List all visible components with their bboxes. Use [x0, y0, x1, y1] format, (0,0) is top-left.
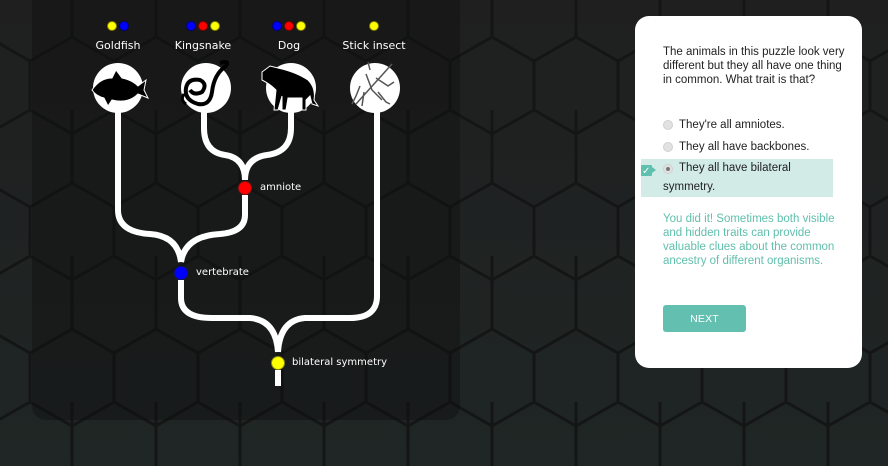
trait-dot-red — [198, 21, 208, 31]
option-label: They all have bilateral symmetry. — [663, 162, 791, 193]
dog-icon — [261, 63, 320, 113]
branch-amniote — [178, 195, 248, 263]
goldfish-icon — [91, 63, 150, 113]
node-vertebrate — [174, 266, 188, 280]
branch-dog — [242, 100, 294, 181]
node-label-amniote: amniote — [260, 182, 302, 193]
next-button[interactable]: NEXT — [663, 305, 746, 332]
species-label-goldfish: Goldfish — [95, 39, 141, 52]
node-amniote — [238, 181, 252, 195]
trait-dot-yellow — [369, 21, 379, 31]
option-label: They all have backbones. — [679, 141, 810, 153]
node-label-vertebrate: vertebrate — [196, 267, 249, 278]
option-amniotes[interactable]: They're all amniotes. — [641, 115, 833, 135]
stick-insect-icon — [350, 61, 400, 113]
kingsnake-icon — [180, 60, 231, 113]
trait-dot-blue — [119, 21, 129, 31]
trait-dot-blue — [186, 21, 196, 31]
branch-stick-insect — [275, 100, 380, 353]
trait-dot-blue — [272, 21, 282, 31]
question-card: The animals in this puzzle look very dif… — [635, 16, 862, 368]
trait-dot-yellow — [107, 21, 117, 31]
node-bilateral-symmetry — [271, 356, 285, 370]
trait-dot-red — [284, 21, 294, 31]
branch-goldfish — [115, 100, 184, 263]
dog-trait-dots — [272, 21, 306, 31]
trait-dot-yellow — [210, 21, 220, 31]
feedback-text: You did it! Sometimes both visible and h… — [663, 213, 835, 267]
branch-vertebrate — [178, 280, 281, 353]
goldfish-trait-dots — [107, 21, 129, 31]
branch-kingsnake — [201, 100, 248, 181]
option-backbones[interactable]: They all have backbones. — [641, 137, 833, 157]
radio-button[interactable] — [663, 120, 673, 130]
stick-insect-trait-dots — [369, 21, 379, 31]
species-label-dog: Dog — [277, 39, 301, 52]
kingsnake-trait-dots — [186, 21, 220, 31]
trait-dot-yellow — [296, 21, 306, 31]
species-label-kingsnake: Kingsnake — [174, 39, 232, 52]
radio-button-selected[interactable] — [663, 164, 673, 174]
option-bilateral-symmetry[interactable]: ✓ They all have bilateral symmetry. — [641, 159, 833, 197]
radio-button[interactable] — [663, 142, 673, 152]
question-text: The animals in this puzzle look very dif… — [663, 46, 845, 86]
species-label-stick-insect: Stick insect — [342, 39, 406, 52]
node-label-bilateral-symmetry: bilateral symmetry — [292, 357, 388, 368]
option-label: They're all amniotes. — [679, 119, 785, 131]
correct-check-icon: ✓ — [641, 165, 656, 177]
